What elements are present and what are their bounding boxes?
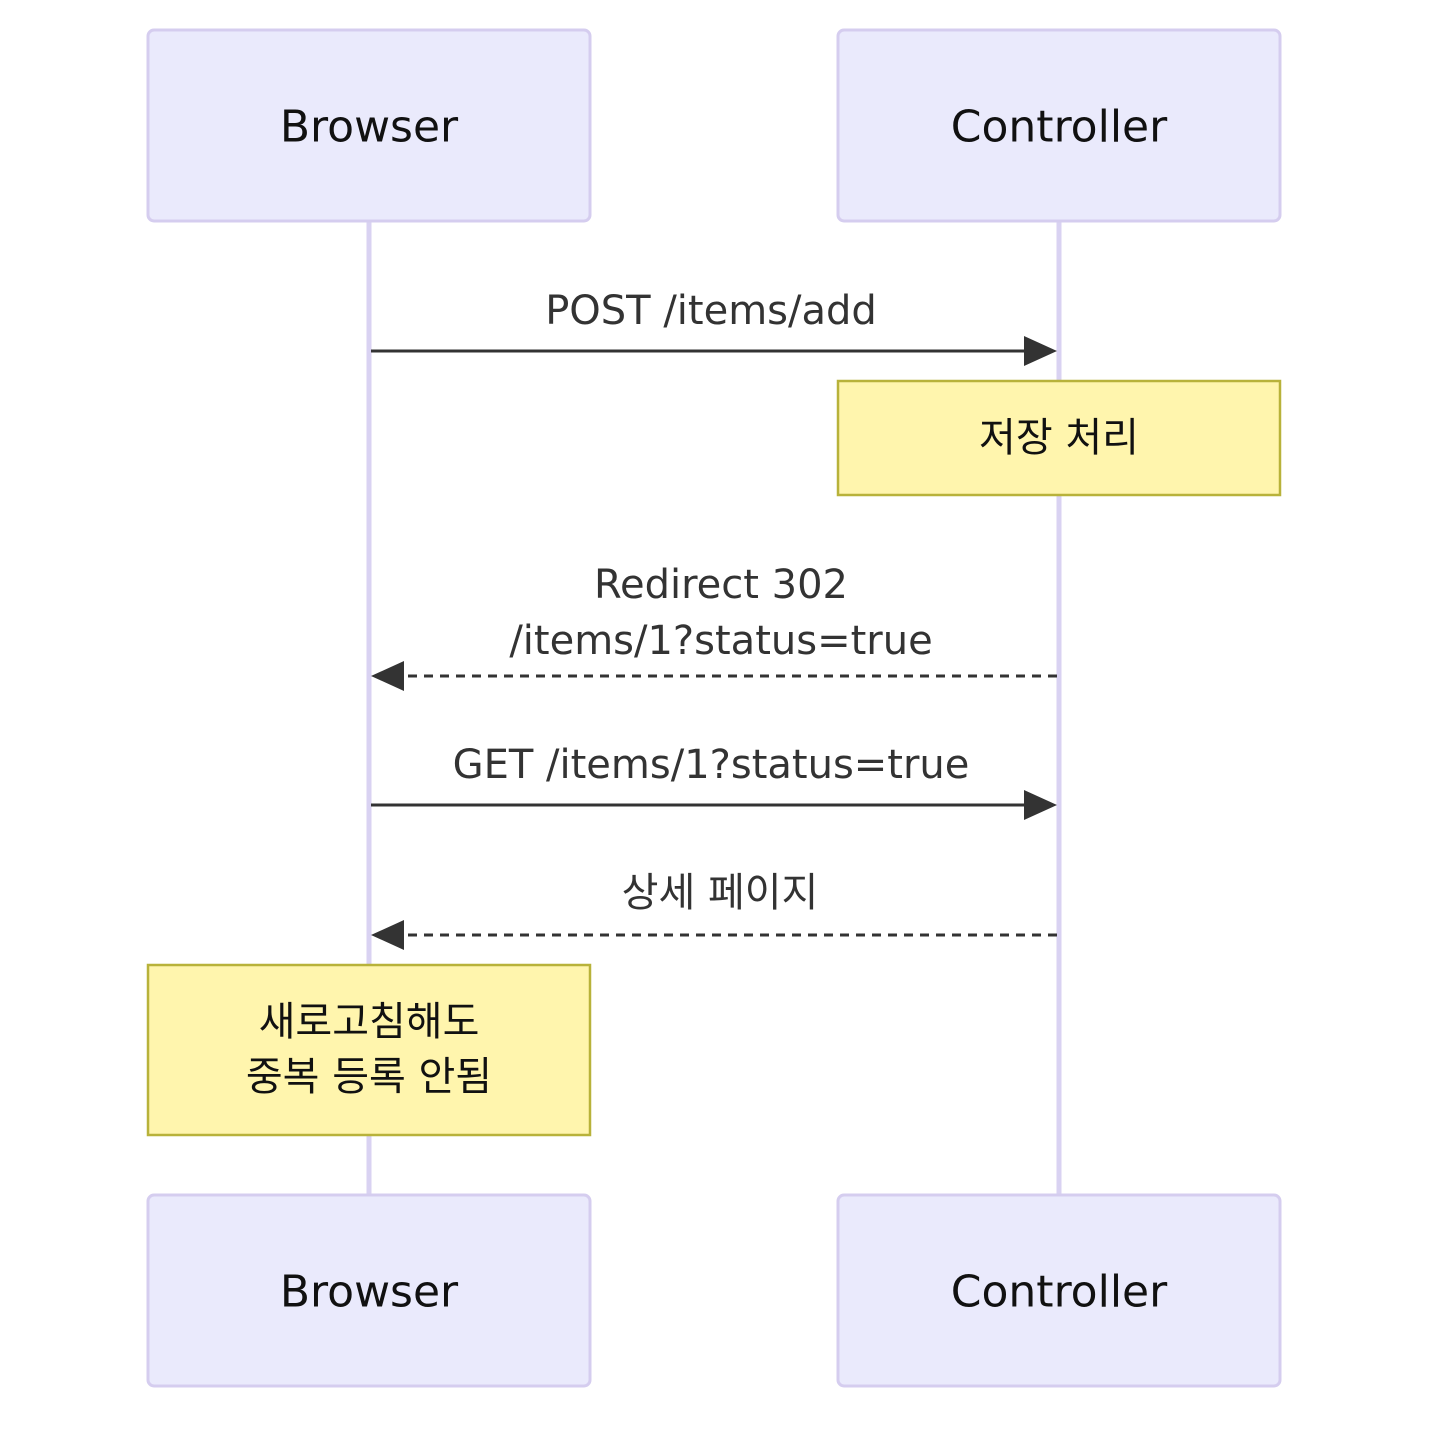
note-no-duplicate: 새로고침해도 중복 등록 안됨	[146, 963, 592, 1137]
note-save-processing-text: 저장 처리	[979, 415, 1139, 461]
message-detail-page-arrowhead	[371, 920, 404, 950]
message-get-item-arrowhead	[1024, 790, 1057, 820]
browser-actor-bottom-label: Browser	[280, 1267, 459, 1318]
note-save-processing: 저장 처리	[836, 379, 1282, 497]
note-no-duplicate-text-line1: 새로고침해도	[259, 999, 480, 1045]
message-post-items-add: POST /items/add	[371, 288, 1057, 366]
message-redirect-302: Redirect 302 /items/1?status=true	[371, 562, 1057, 691]
browser-actor-top: Browser	[146, 28, 592, 223]
message-redirect-302-label-line2: /items/1?status=true	[509, 618, 932, 664]
controller-actor-top: Controller	[836, 28, 1282, 223]
message-post-items-add-label: POST /items/add	[545, 288, 877, 334]
message-redirect-302-label-line1: Redirect 302	[594, 562, 848, 608]
message-get-item-label: GET /items/1?status=true	[453, 742, 970, 788]
note-no-duplicate-text-line2: 중복 등록 안됨	[246, 1054, 492, 1100]
message-redirect-302-arrowhead	[371, 661, 404, 691]
message-get-item: GET /items/1?status=true	[371, 742, 1057, 820]
message-detail-page: 상세 페이지	[371, 870, 1057, 950]
message-detail-page-label: 상세 페이지	[622, 870, 819, 916]
browser-actor-top-label: Browser	[280, 102, 459, 153]
controller-actor-top-label: Controller	[951, 102, 1168, 153]
controller-actor-bottom: Controller	[836, 1193, 1282, 1388]
message-post-items-add-arrowhead	[1024, 336, 1057, 366]
browser-actor-bottom: Browser	[146, 1193, 592, 1388]
controller-actor-bottom-label: Controller	[951, 1267, 1168, 1318]
